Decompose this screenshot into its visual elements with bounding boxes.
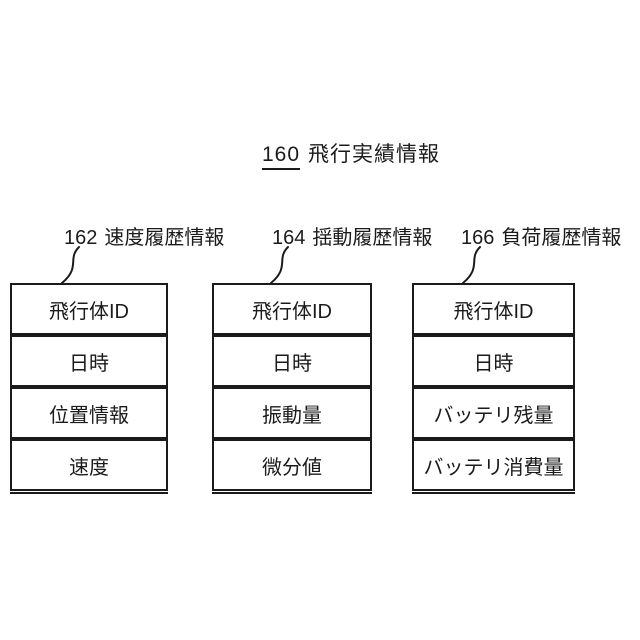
table-row: 日時 <box>412 335 575 387</box>
table-row: 飛行体ID <box>412 283 575 335</box>
leader-line-icon <box>462 246 481 284</box>
leader-line-icon <box>270 246 289 284</box>
callout-ref-number: 166 <box>461 227 495 249</box>
table-row: 日時 <box>212 335 372 387</box>
figure-title-text: 飛行実績情報 <box>308 143 441 166</box>
table-row: 飛行体ID <box>212 283 372 335</box>
table-row: 日時 <box>10 335 168 387</box>
swing-history-table: 飛行体ID 日時 振動量 微分値 <box>212 283 372 494</box>
table-row: 速度 <box>10 439 168 491</box>
callout-ref-number: 164 <box>272 227 306 249</box>
callout-load-history: 166 負荷履歴情報 <box>461 227 621 249</box>
callout-label: 速度履歴情報 <box>104 227 225 249</box>
callout-ref-number: 162 <box>64 227 98 249</box>
callout-label: 負荷履歴情報 <box>501 227 622 249</box>
table-row: 微分値 <box>212 439 372 491</box>
callout-swing-history: 164 揺動履歴情報 <box>272 227 432 249</box>
table-row: 振動量 <box>212 387 372 439</box>
figure-ref-number: 160 <box>262 143 301 170</box>
table-row: 位置情報 <box>10 387 168 439</box>
speed-history-table: 飛行体ID 日時 位置情報 速度 <box>10 283 168 494</box>
table-row: 飛行体ID <box>10 283 168 335</box>
load-history-table: 飛行体ID 日時 バッテリ残量 バッテリ消費量 <box>412 283 575 494</box>
figure-title: 160 飛行実績情報 <box>262 143 441 170</box>
table-row: バッテリ消費量 <box>412 439 575 491</box>
table-row: バッテリ残量 <box>412 387 575 439</box>
callout-label: 揺動履歴情報 <box>312 227 433 249</box>
callout-speed-history: 162 速度履歴情報 <box>64 227 224 249</box>
leader-line-icon <box>61 246 80 284</box>
